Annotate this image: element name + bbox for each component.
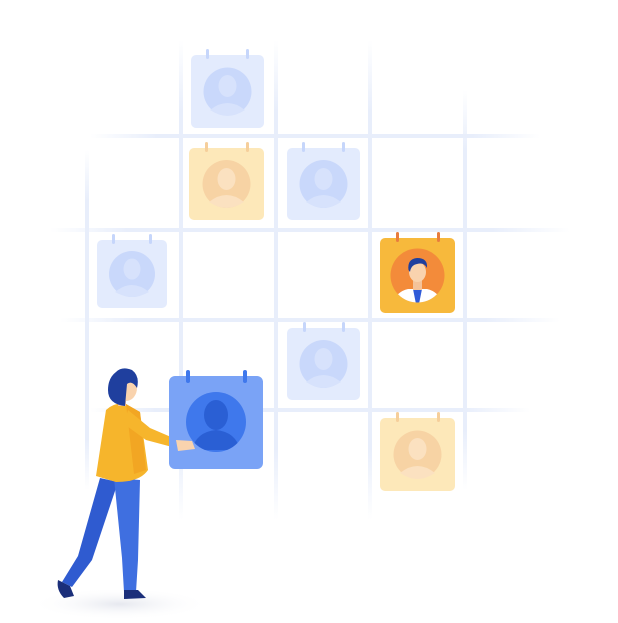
grid-line [463,90,467,490]
card-active-blue[interactable] [169,370,263,469]
grid-line [90,408,530,412]
person-silhouette-icon [299,340,348,388]
card-faded-yellow [380,412,455,491]
grid-line [90,134,540,138]
person-silhouette-icon [186,392,246,452]
person-silhouette-icon [393,430,442,479]
grid-line [274,40,278,520]
floor-shadow [30,588,210,620]
person-silhouette-icon [203,67,252,116]
grid-line [368,40,372,520]
woman-figure [57,368,193,599]
card-faded-blue [287,322,360,400]
person-silhouette-icon [109,251,155,297]
grid-line [179,40,183,520]
grid-line [50,228,570,232]
woman-hand [176,440,195,451]
person-silhouette-icon [202,160,251,208]
card-faded-blue [287,142,360,220]
person-silhouette-icon [299,160,348,208]
card-faded-blue [191,49,264,128]
card-faded-yellow [189,142,264,220]
grid-line [60,318,560,322]
card-highlight-orange [380,232,455,313]
calendar-grid [50,40,570,520]
card-faded-blue [97,234,167,308]
